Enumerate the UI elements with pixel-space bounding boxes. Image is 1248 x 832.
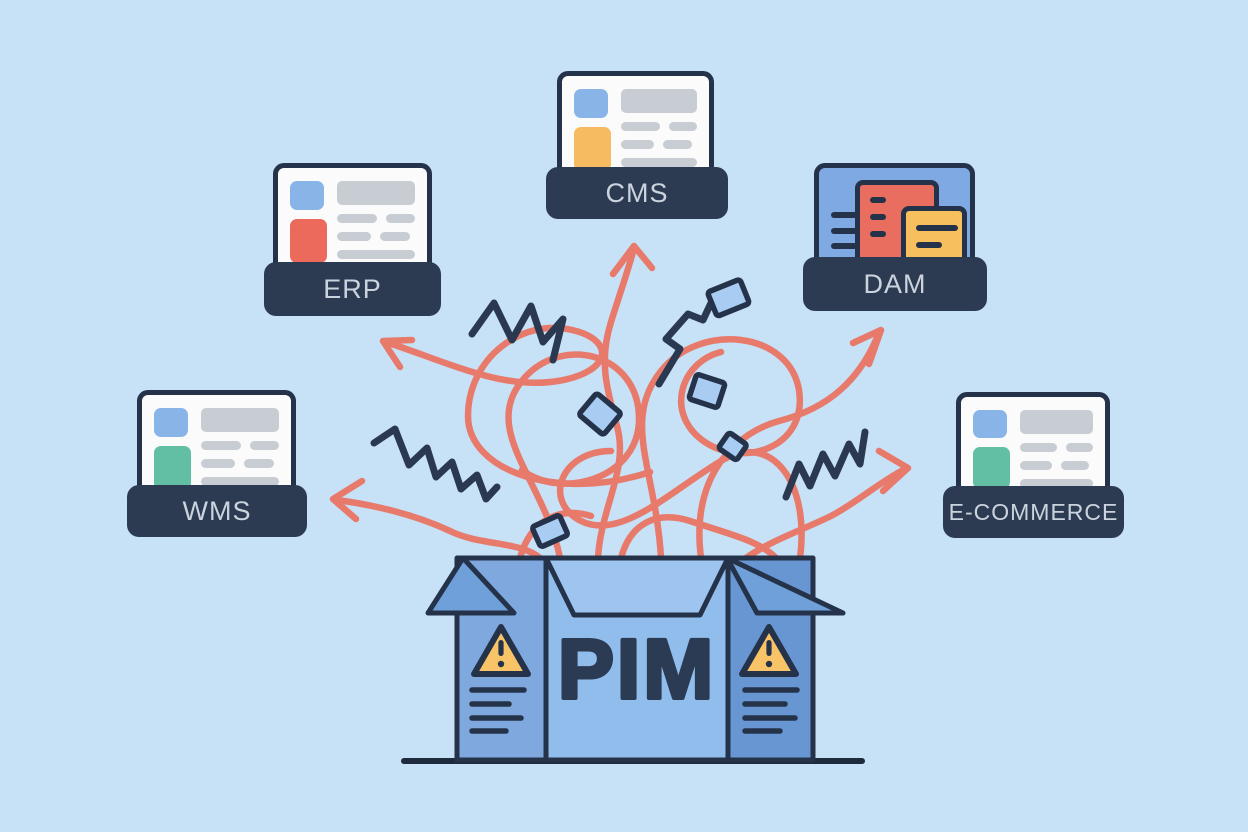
connection-to-wms [333, 496, 544, 562]
dash-line [831, 243, 857, 249]
text-line-bar [337, 232, 372, 241]
warning-exclamation [498, 640, 504, 656]
diamond-icon [577, 391, 623, 437]
tangle-loop-left [505, 351, 643, 562]
thumbnail-red [290, 219, 327, 263]
text-line-bar [244, 459, 274, 468]
warning-exclamation [766, 640, 772, 656]
text-line-bar [201, 477, 279, 486]
system-card-wms: WMS [127, 390, 307, 537]
thumbnail-blue [574, 89, 608, 118]
system-label-text: CMS [605, 177, 669, 208]
system-card-dam: DAM [803, 163, 987, 311]
zigzag-icon [468, 299, 567, 364]
connection-to-cms [594, 244, 638, 562]
dash-line [870, 214, 886, 220]
dash-line [870, 231, 886, 237]
dash-line [831, 212, 857, 218]
arrowhead-ecommerce [875, 447, 912, 495]
text-line-bar [621, 122, 660, 131]
text-line-bar [668, 122, 697, 131]
text-line-bar [1065, 443, 1093, 452]
zigzag-decorations [370, 299, 869, 503]
text-line-bar [621, 140, 655, 149]
text-line-bar [249, 441, 279, 450]
thumbnail-teal [154, 446, 191, 490]
diamond-icon [530, 513, 570, 549]
text-line-bar [621, 158, 697, 167]
tangle-strand-a [617, 514, 780, 562]
system-label-text: DAM [863, 268, 927, 299]
text-line-bar [1020, 479, 1093, 488]
window-content [1020, 410, 1093, 489]
system-card-ecommerce: E-COMMERCE [943, 392, 1124, 538]
dash-line [870, 197, 886, 203]
content-header-bar [621, 89, 697, 113]
tangle-loop-right [638, 336, 804, 562]
system-card-erp: ERP [264, 163, 441, 316]
window-content [621, 89, 697, 173]
tangle-sweep [556, 447, 805, 562]
text-line-bar [1020, 443, 1057, 452]
window-thumbnails [290, 181, 327, 267]
window-content [201, 408, 279, 490]
zigzag-icon [370, 425, 501, 503]
window-thumbnails [973, 410, 1010, 489]
content-header-bar [1020, 410, 1093, 434]
dash-line [831, 228, 857, 234]
arrowhead-dam [849, 326, 885, 368]
warning-exclamation-dot [497, 660, 505, 668]
warning-exclamation-dot [765, 660, 773, 668]
system-label-text: ERP [323, 273, 382, 304]
thumbnail-blue [154, 408, 188, 437]
window-thumbnails [574, 89, 611, 173]
system-label-dam: DAM [803, 257, 987, 311]
text-line-bar [916, 242, 942, 248]
thumbnail-orange [574, 127, 611, 171]
zigzag-icon [655, 299, 715, 388]
text-line-bar [1020, 461, 1053, 470]
connection-to-dam [696, 329, 883, 562]
pim-box-right-flap [724, 555, 846, 616]
system-label-wms: WMS [127, 485, 307, 537]
text-line-bar [337, 214, 377, 223]
text-line-bar [201, 441, 241, 450]
system-card-cms: CMS [546, 71, 728, 219]
text-line-bar [380, 232, 410, 241]
tangled-connection-lines [329, 242, 912, 562]
pim-box-opening [543, 555, 731, 618]
thumbnail-blue [290, 181, 324, 210]
arrowhead-erp [379, 336, 416, 371]
content-header-bar [337, 181, 415, 205]
diamond-icon [705, 277, 752, 319]
arrowhead-cms [609, 242, 656, 278]
diamond-icon [716, 430, 749, 463]
window-thumbnails [154, 408, 191, 490]
content-header-bar [201, 408, 279, 432]
pim-box-left-flap [425, 555, 517, 616]
diamond-decorations [530, 277, 752, 549]
zigzag-icon [782, 428, 869, 501]
box-side-text-lines [469, 687, 800, 734]
system-label-ecommerce: E-COMMERCE [943, 486, 1124, 538]
text-line-bar [201, 459, 236, 468]
system-label-text: WMS [182, 495, 252, 526]
text-line-bar [385, 214, 415, 223]
connection-to-ecommerce [742, 465, 909, 562]
text-line-bar [663, 140, 693, 149]
thumbnail-blue [973, 410, 1007, 438]
diamond-icon [686, 372, 728, 410]
text-line-bar [337, 250, 415, 259]
pim-box: PIM [425, 555, 846, 763]
system-label-cms: CMS [546, 167, 728, 219]
window-content [337, 181, 415, 267]
text-line-bar [916, 225, 958, 231]
text-line-bar [1061, 461, 1089, 470]
system-label-text: E-COMMERCE [948, 498, 1119, 525]
arrowhead-wms [329, 477, 366, 523]
system-label-erp: ERP [264, 262, 441, 316]
pim-box-label: PIM [558, 622, 716, 716]
thumbnail-teal [973, 446, 1010, 489]
